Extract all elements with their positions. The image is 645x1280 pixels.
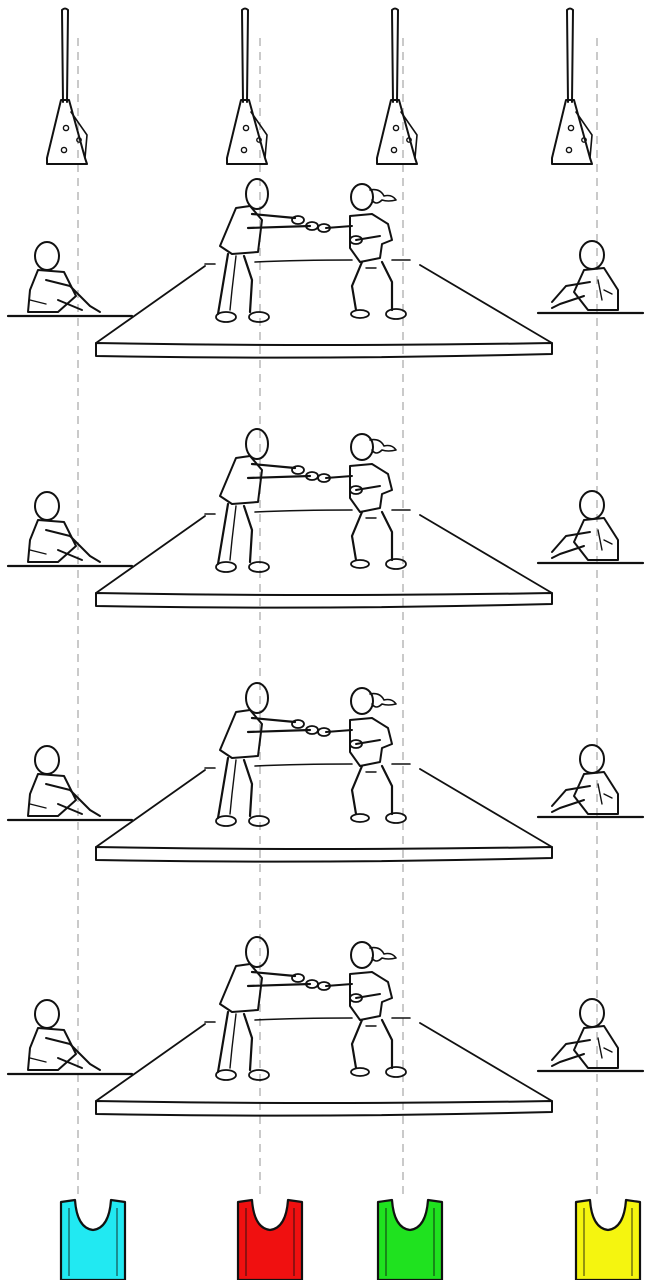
drill-panel-2 — [6, 428, 645, 609]
seated-figure-right — [536, 998, 645, 1073]
fighter-right — [317, 433, 407, 570]
drill-panel-4 — [6, 936, 645, 1117]
bib-red — [236, 1198, 304, 1280]
fighter-left — [215, 428, 319, 573]
training-mat — [95, 259, 553, 359]
light-stand-4 — [551, 7, 593, 165]
fighter-right — [317, 687, 407, 824]
training-mat — [95, 763, 553, 863]
light-stands — [46, 7, 593, 165]
fighter-left — [215, 936, 319, 1081]
light-stand-3 — [376, 7, 418, 165]
seated-figure-right — [536, 490, 645, 565]
seated-figure-right — [536, 240, 645, 315]
drill-panel-1 — [6, 178, 645, 359]
bib-green — [376, 1198, 444, 1280]
drill-panels — [6, 178, 645, 1117]
seated-figure-right — [536, 744, 645, 819]
fighter-right — [317, 183, 407, 320]
team-bibs — [59, 1198, 642, 1280]
dashed-guide-lines — [77, 38, 598, 1200]
bib-yellow — [574, 1198, 642, 1280]
fighter-right — [317, 941, 407, 1078]
seated-figure-left — [6, 491, 134, 568]
seated-figure-left — [6, 745, 134, 822]
seated-figure-left — [6, 241, 134, 318]
fighter-left — [215, 178, 319, 323]
light-stand-1 — [46, 7, 88, 165]
light-stand-2 — [226, 7, 268, 165]
training-mat — [95, 1017, 553, 1117]
drill-panel-3 — [6, 682, 645, 863]
training-mat — [95, 509, 553, 609]
bib-cyan — [59, 1198, 127, 1280]
fighter-left — [215, 682, 319, 827]
seated-figure-left — [6, 999, 134, 1076]
